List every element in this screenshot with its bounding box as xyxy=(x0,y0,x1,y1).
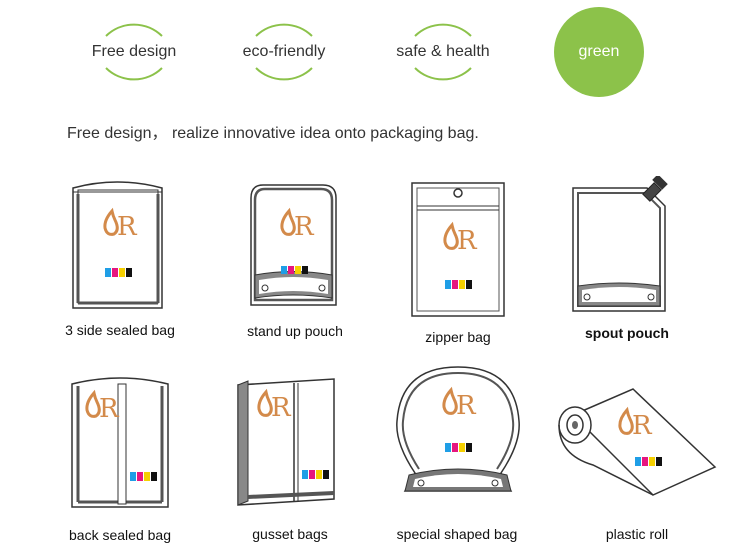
stand-up-pouch-illustration: R xyxy=(250,184,337,306)
color-swatch-icon xyxy=(105,268,132,277)
bag-caption: spout pouch xyxy=(585,325,669,341)
color-swatch-icon xyxy=(302,470,329,479)
arc-ring-icon xyxy=(255,23,313,81)
bag-caption: plastic roll xyxy=(605,526,669,542)
svg-text:R: R xyxy=(456,391,477,421)
feature-badge-eco-friendly: eco-friendly xyxy=(238,6,330,98)
feature-badge-green: green xyxy=(553,6,645,98)
logo-icon: R xyxy=(257,388,292,423)
color-swatch-icon xyxy=(635,457,662,466)
feature-label: green xyxy=(578,43,620,60)
feature-label: Free design xyxy=(91,43,177,60)
feature-badge-safe-health: safe & health xyxy=(396,6,490,98)
bag-caption: gusset bags xyxy=(252,526,328,542)
svg-text:R: R xyxy=(117,212,138,242)
bag-caption: 3 side sealed bag xyxy=(65,322,175,338)
logo-icon: R xyxy=(443,221,478,256)
plastic-roll-illustration: R xyxy=(558,388,717,496)
svg-text:R: R xyxy=(632,411,653,441)
zipper-bag-illustration: R xyxy=(411,182,505,317)
spout-icon xyxy=(642,176,668,202)
arc-ring-icon xyxy=(105,23,163,81)
bag-caption: stand up pouch xyxy=(247,323,343,339)
bag-caption: zipper bag xyxy=(425,329,491,345)
arc-ring-icon xyxy=(414,23,472,81)
logo-icon: R xyxy=(280,207,315,242)
bag-caption: special shaped bag xyxy=(396,526,518,542)
bag-caption: back sealed bag xyxy=(69,527,171,543)
color-swatch-icon xyxy=(130,472,157,481)
spout-pouch-illustration xyxy=(572,176,668,312)
tagline: Free design， realize innovative idea ont… xyxy=(67,125,479,142)
feature-badge-free-design: Free design xyxy=(88,6,180,98)
special-shaped-bag-illustration: R xyxy=(396,366,520,492)
color-swatch-icon xyxy=(445,280,472,289)
svg-text:R: R xyxy=(294,212,315,242)
logo-icon: R xyxy=(618,406,653,441)
svg-text:R: R xyxy=(99,394,120,424)
back-sealed-bag-illustration: R xyxy=(71,377,169,508)
gusset-bags-illustration: R xyxy=(237,378,335,506)
filled-circle-icon xyxy=(554,7,644,97)
svg-text:R: R xyxy=(271,393,292,423)
svg-text:R: R xyxy=(457,226,478,256)
feature-label: eco-friendly xyxy=(242,43,326,60)
logo-icon: R xyxy=(103,207,138,242)
logo-icon: R xyxy=(85,389,120,424)
logo-icon: R xyxy=(442,386,477,421)
feature-label: safe & health xyxy=(396,43,490,60)
three-side-sealed-bag-illustration: R xyxy=(72,181,163,309)
color-swatch-icon xyxy=(281,266,308,274)
color-swatch-icon xyxy=(445,443,472,452)
